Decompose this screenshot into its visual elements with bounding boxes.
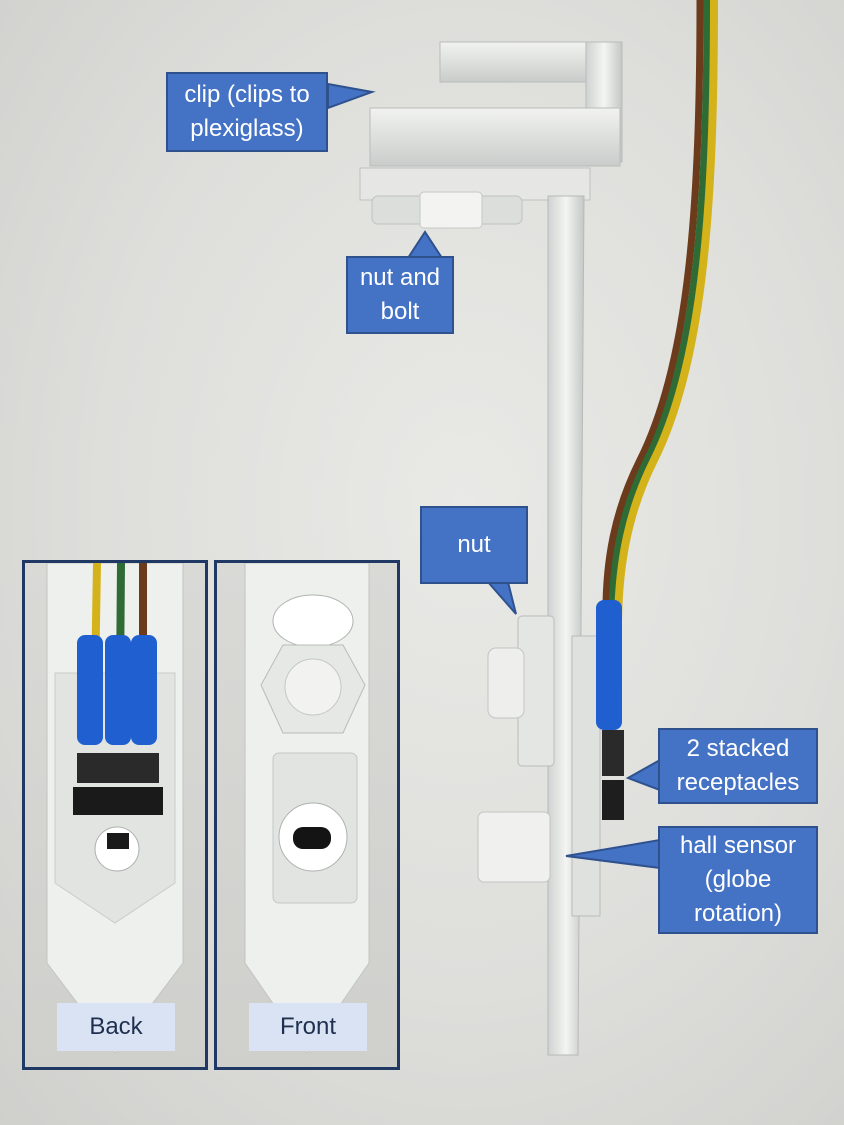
front-view-photo — [244, 563, 370, 1054]
wire-bundle — [602, 0, 718, 621]
nut-callout: nut — [420, 506, 528, 584]
front-view-panel: Front — [214, 560, 400, 1070]
nut-and-bolt-callout: nut and bolt — [346, 256, 454, 334]
nut-and-bolt-pointer — [406, 230, 444, 259]
back-view-panel: Back — [22, 560, 208, 1070]
front-label: Front — [249, 1003, 367, 1051]
receptacles-callout: 2 stacked receptacles — [658, 728, 818, 804]
clip-part — [359, 41, 623, 229]
back-view-photo — [46, 563, 184, 1054]
nut-assembly — [477, 615, 601, 917]
back-label: Back — [57, 1003, 175, 1051]
receptacles-pointer — [625, 758, 661, 792]
clip-callout: clip (clips to plexiglass) — [166, 72, 328, 152]
nut-pointer — [485, 581, 517, 615]
hall-sensor-callout: hall sensor (globe rotation) — [658, 826, 818, 934]
clip-pointer — [327, 82, 376, 110]
hall-sensor-pointer — [565, 838, 661, 870]
side-connector — [596, 600, 624, 820]
